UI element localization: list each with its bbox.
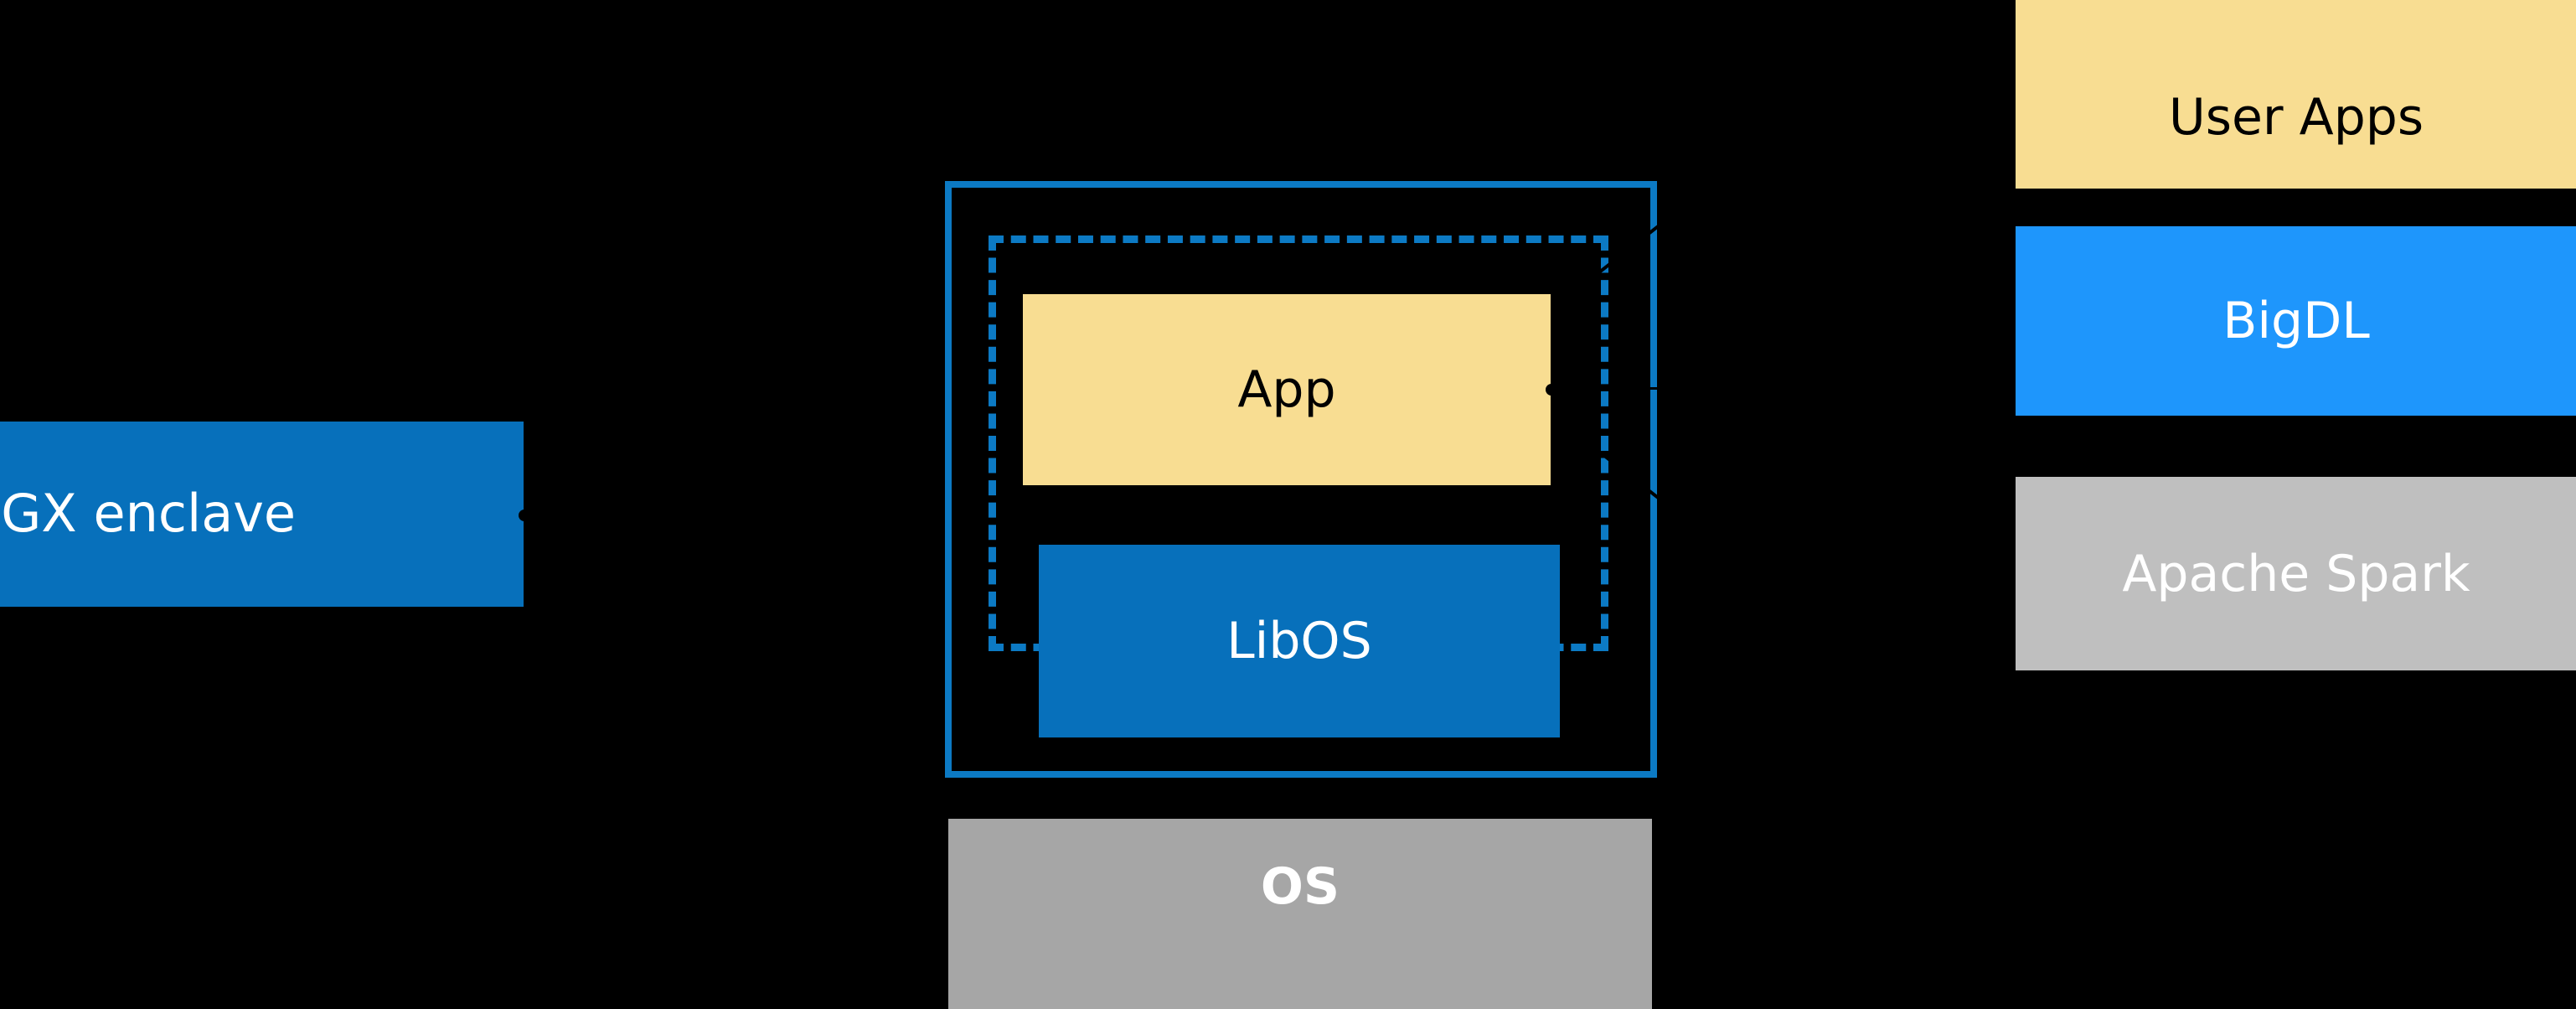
user-apps-label: User Apps bbox=[2168, 88, 2424, 147]
os-label: OS bbox=[1260, 857, 1340, 916]
bigdl-box[interactable]: BigDL bbox=[2016, 226, 2576, 416]
app-label: App bbox=[1237, 360, 1336, 419]
bigdl-label: BigDL bbox=[2222, 292, 2370, 350]
app-to-user-apps-leader-line bbox=[1551, 387, 2088, 390]
apache-spark-label: Apache Spark bbox=[2122, 544, 2470, 603]
apache-spark-box[interactable]: Apache Spark bbox=[2016, 477, 2576, 670]
sgx-enclave-label: SGX enclave bbox=[0, 483, 297, 545]
sgx-enclave-box[interactable]: SGX enclave bbox=[0, 422, 524, 607]
sgx-enclave-leader-line bbox=[524, 514, 943, 516]
user-apps-box[interactable]: User Apps bbox=[2016, 0, 2576, 189]
libos-label: LibOS bbox=[1226, 612, 1372, 670]
app-box[interactable]: App bbox=[1023, 294, 1551, 485]
app-leader-dot bbox=[1546, 384, 1557, 396]
libos-box[interactable]: LibOS bbox=[1039, 545, 1560, 737]
sgx-enclave-frame bbox=[945, 181, 1657, 778]
os-box[interactable]: OS bbox=[948, 819, 1652, 1009]
